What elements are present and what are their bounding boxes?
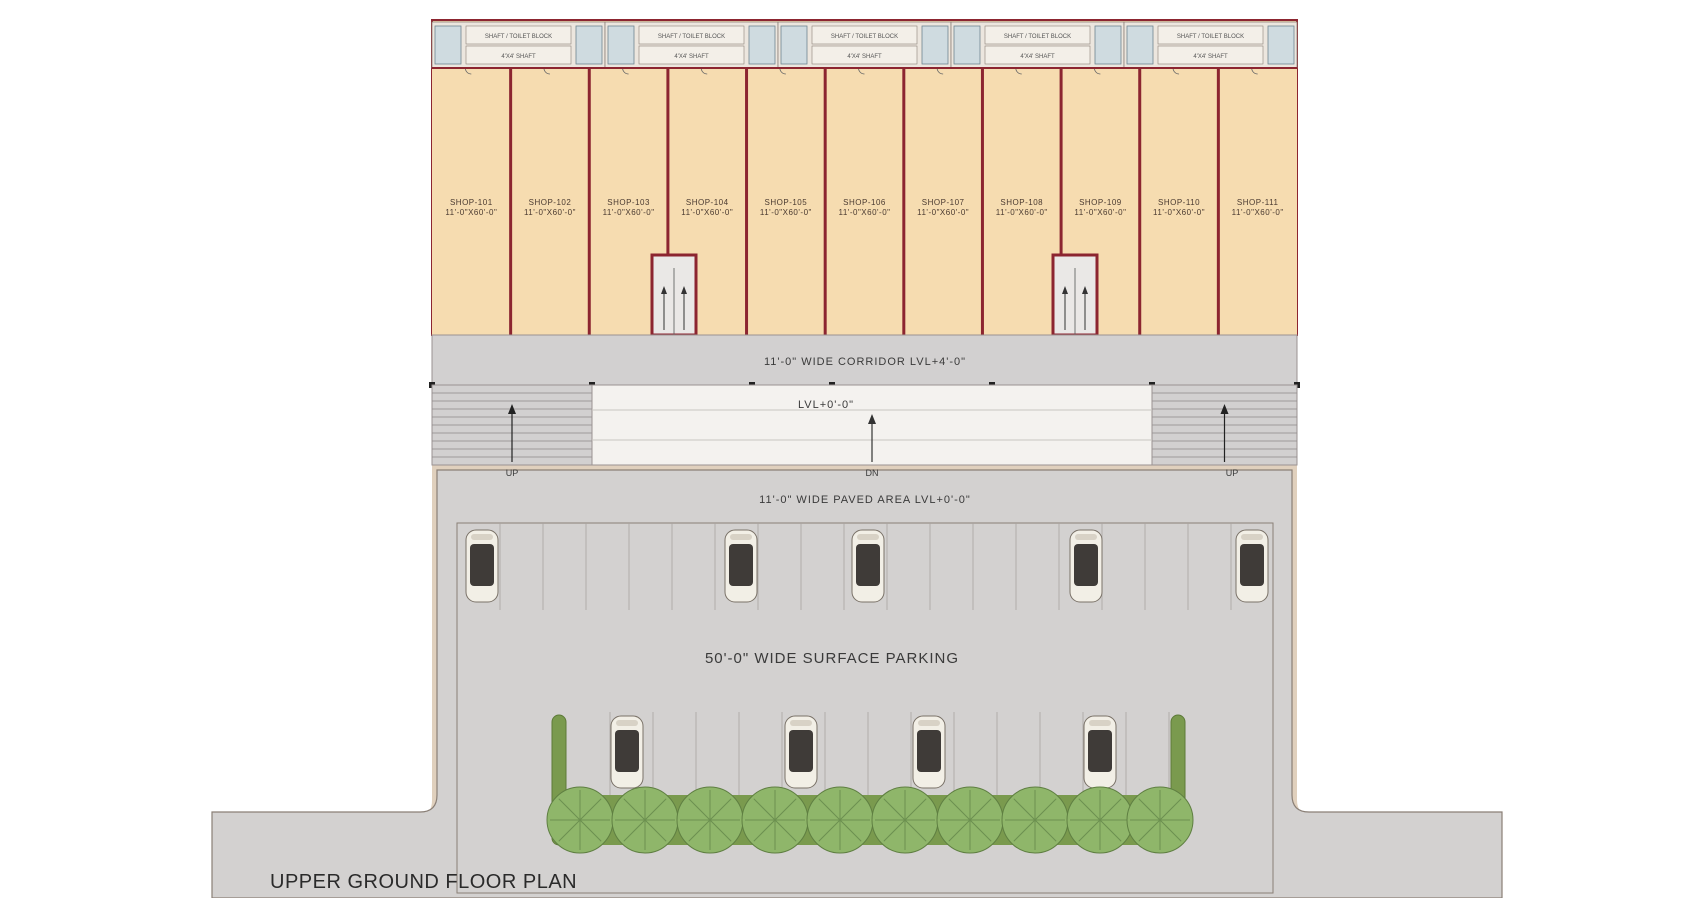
- shop-size: 11'-0"X60'-0": [996, 208, 1048, 217]
- tree-icon: [1066, 786, 1134, 854]
- shop-name: SHOP-107: [922, 198, 965, 207]
- toilet-icon: [1126, 25, 1154, 65]
- shaft-label: 4'X4' SHAFT: [1193, 54, 1228, 60]
- lift-icon: UPDN: [1051, 253, 1099, 344]
- shop-size: 11'-0"X60'-0": [445, 208, 497, 217]
- lift-icon: UPDN: [650, 253, 698, 344]
- toilet-icon: [1267, 25, 1295, 65]
- tree-icon: [546, 786, 614, 854]
- toilet-icon: [607, 25, 635, 65]
- shop-size: 11'-0"X60'-0": [1074, 208, 1126, 217]
- toilet-block-label: SHAFT / TOILET BLOCK: [831, 34, 898, 40]
- shaft-label: 4'X4' SHAFT: [674, 54, 709, 60]
- tree-icon: [741, 786, 809, 854]
- paved-area-label: 11'-0" WIDE PAVED AREA LVL+0'-0": [759, 494, 971, 506]
- toilet-block-label: SHAFT / TOILET BLOCK: [1004, 34, 1071, 40]
- shop-size: 11'-0"X60'-0": [839, 208, 891, 217]
- shop-name: SHOP-110: [1158, 198, 1200, 207]
- tree-icon: [611, 786, 679, 854]
- toilet-icon: [1094, 25, 1122, 65]
- toilet-block: SHAFT / TOILET BLOCK 4'X4' SHAFT: [777, 21, 952, 69]
- toilet-icon: [575, 25, 603, 65]
- toilet-block-label: SHAFT / TOILET BLOCK: [485, 34, 552, 40]
- stair-arrow-icon: [868, 414, 876, 424]
- shop-size: 11'-0"X60'-0": [1232, 208, 1284, 217]
- tree-icon: [1126, 786, 1194, 854]
- shop-name: SHOP-103: [607, 198, 650, 207]
- shaft-label: 4'X4' SHAFT: [1020, 54, 1055, 60]
- stairs-right: [1151, 384, 1298, 466]
- shop-name: SHOP-101: [450, 198, 493, 207]
- toilet-block: SHAFT / TOILET BLOCK 4'X4' SHAFT: [604, 21, 779, 69]
- shop-size: 11'-0"X60'-0": [524, 208, 576, 217]
- car-icon: [784, 715, 818, 789]
- central-level-label: LVL+0'-0": [798, 399, 854, 411]
- stairs-left: [431, 384, 593, 466]
- shop-size: 11'-0"X60'-0": [760, 208, 812, 217]
- stair-left-label: UP: [506, 468, 519, 478]
- tree-icon: [806, 786, 874, 854]
- toilet-block: SHAFT / TOILET BLOCK 4'X4' SHAFT: [431, 21, 606, 69]
- car-icon: [724, 529, 758, 603]
- stair-arrow-icon: [508, 404, 516, 414]
- shop-name: SHOP-102: [529, 198, 572, 207]
- shop-name: SHOP-111: [1237, 198, 1279, 207]
- shaft-label: 4'X4' SHAFT: [501, 54, 536, 60]
- car-icon: [912, 715, 946, 789]
- shop-size: 11'-0"X60'-0": [917, 208, 969, 217]
- shop-size: 11'-0"X60'-0": [1153, 208, 1205, 217]
- stair-right-label: UP: [1226, 468, 1239, 478]
- toilet-icon: [748, 25, 776, 65]
- shop-name: SHOP-104: [686, 198, 729, 207]
- car-icon: [1235, 529, 1269, 603]
- tree-icon: [936, 786, 1004, 854]
- tree-icon: [1001, 786, 1069, 854]
- shop-name: SHOP-109: [1079, 198, 1122, 207]
- toilet-block-label: SHAFT / TOILET BLOCK: [1177, 34, 1244, 40]
- corridor: [431, 334, 1298, 386]
- shop-name: SHOP-105: [765, 198, 808, 207]
- toilet-icon: [953, 25, 981, 65]
- car-icon: [1069, 529, 1103, 603]
- shop-size: 11'-0"X60'-0": [603, 208, 655, 217]
- plan-title: UPPER GROUND FLOOR PLAN: [270, 871, 577, 893]
- toilet-icon: [780, 25, 808, 65]
- tree-icon: [676, 786, 744, 854]
- toilet-block-label: SHAFT / TOILET BLOCK: [658, 34, 725, 40]
- toilet-block: SHAFT / TOILET BLOCK 4'X4' SHAFT: [950, 21, 1125, 69]
- car-icon: [465, 529, 499, 603]
- shop-size: 11'-0"X60'-0": [681, 208, 733, 217]
- tree-icon: [871, 786, 939, 854]
- toilet-block: SHAFT / TOILET BLOCK 4'X4' SHAFT: [1123, 21, 1298, 69]
- shop-name: SHOP-106: [843, 198, 886, 207]
- car-icon: [851, 529, 885, 603]
- toilet-icon: [921, 25, 949, 65]
- shaft-label: 4'X4' SHAFT: [847, 54, 882, 60]
- car-icon: [1083, 715, 1117, 789]
- toilet-icon: [434, 25, 462, 65]
- shop-name: SHOP-108: [1000, 198, 1043, 207]
- parking-label: 50'-0" WIDE SURFACE PARKING: [705, 650, 959, 667]
- corridor-label: 11'-0" WIDE CORRIDOR LVL+4'-0": [764, 356, 966, 368]
- stair-center-label: DN: [866, 468, 879, 478]
- car-icon: [610, 715, 644, 789]
- stair-arrow-icon: [1220, 404, 1229, 414]
